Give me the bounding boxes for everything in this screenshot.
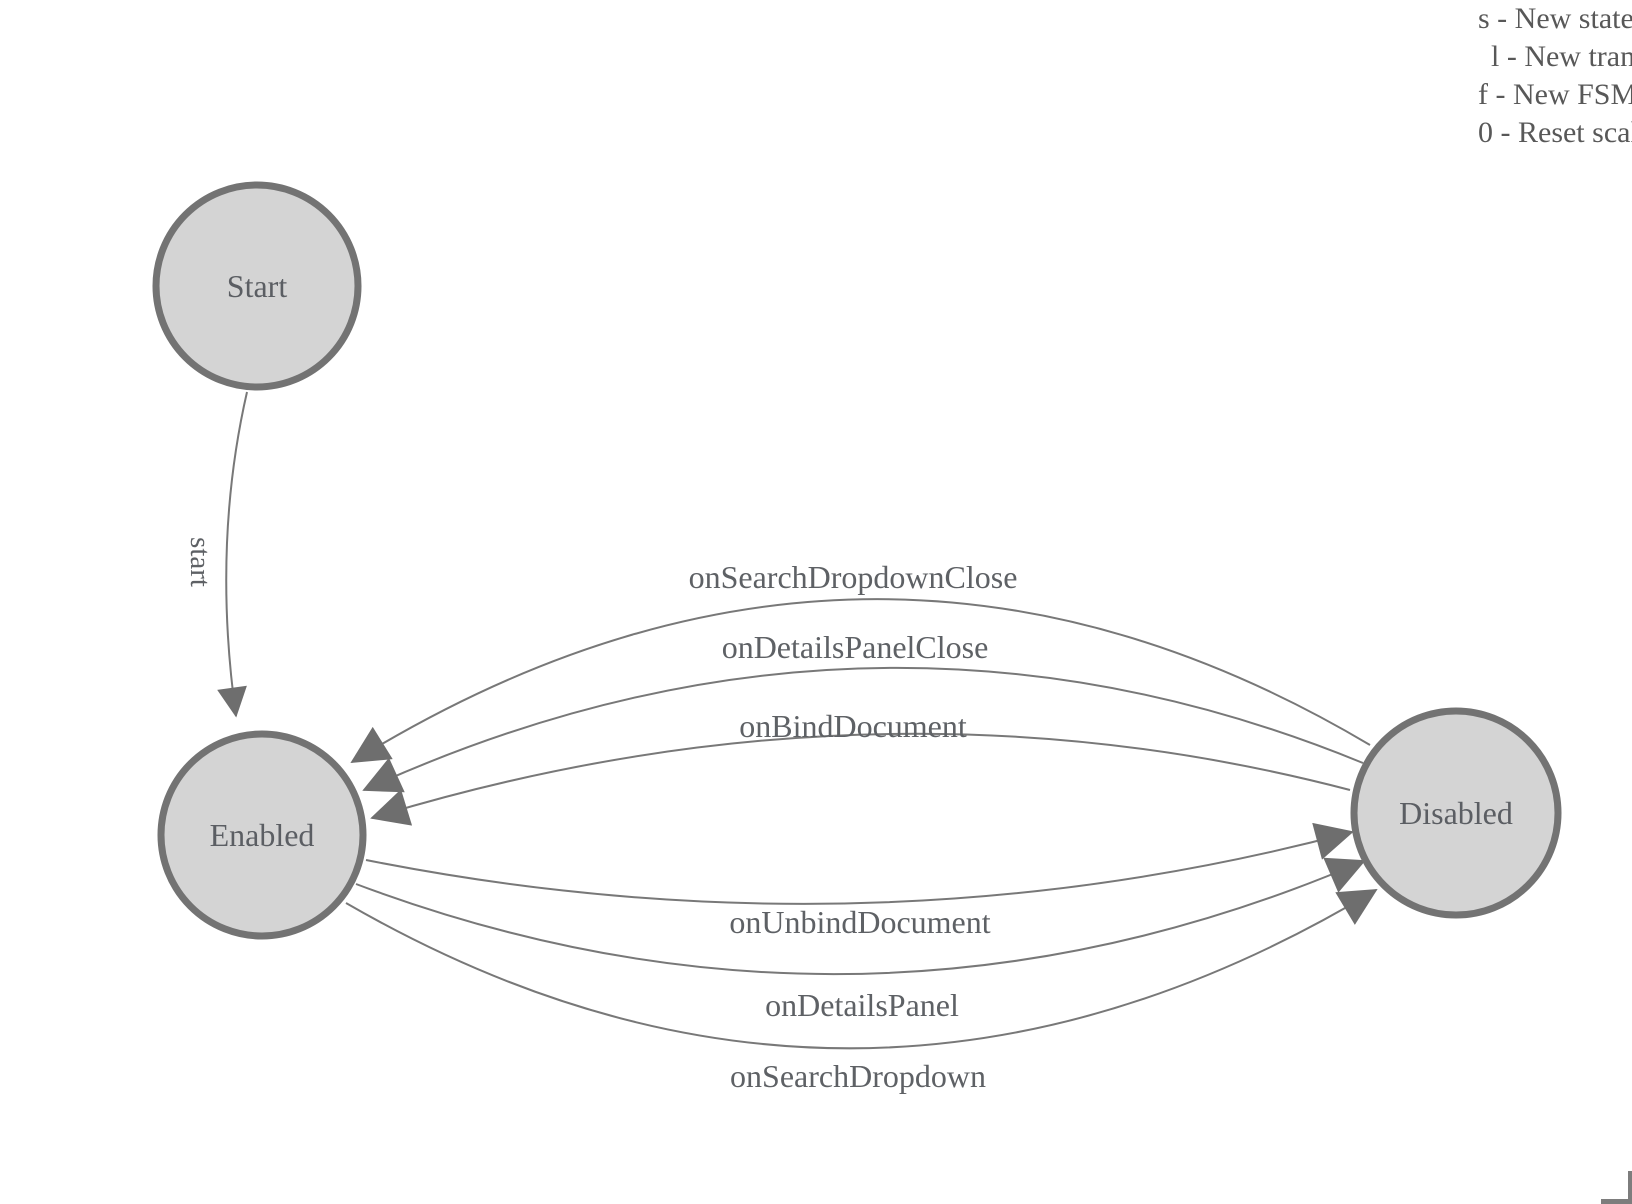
state-circle (152, 181, 362, 391)
offscreen-element-corner-vertical (1628, 1171, 1632, 1204)
legend-line-new-transition: l - New transition (1491, 40, 1632, 73)
transition-label: onBindDocument (739, 708, 967, 744)
state-circle (1350, 707, 1562, 919)
transition-path (345, 889, 1378, 1050)
transition-path (350, 598, 1371, 763)
transition-label: start (184, 537, 216, 587)
offscreen-element-corner-horizontal (1601, 1199, 1632, 1204)
transition-edge-onDetailsPanelClose[interactable]: onDetailsPanelClose (362, 629, 1364, 793)
transition-path (355, 857, 1366, 976)
legend-line-new-fsm: f - New FSM (1478, 78, 1632, 111)
transition-edge-onBindDocument[interactable]: onBindDocument (370, 708, 1351, 826)
transition-edge-start[interactable]: start (184, 391, 248, 718)
transition-path (362, 666, 1364, 793)
shortcuts-legend: s - New state l - New transition f - New… (1478, 0, 1632, 152)
state-label: Start (227, 268, 288, 304)
legend-line-reset-scale: 0 - Reset scale (1478, 116, 1632, 149)
transition-edge-onSearchDropdown[interactable]: onSearchDropdown (345, 889, 1378, 1094)
transition-label: onDetailsPanelClose (722, 629, 989, 665)
state-node-start[interactable]: Start (152, 181, 362, 391)
transition-path (370, 732, 1351, 826)
state-label: Disabled (1399, 795, 1513, 831)
transition-path (365, 822, 1354, 905)
state-circle (157, 730, 367, 940)
state-node-enabled[interactable]: Enabled (157, 730, 367, 940)
transition-path (217, 391, 248, 718)
transition-edge-onDetailsPanel[interactable]: onDetailsPanel (355, 857, 1366, 1023)
transition-edge-onSearchDropdownClose[interactable]: onSearchDropdownClose (350, 559, 1371, 763)
transition-label: onSearchDropdown (730, 1058, 986, 1094)
transition-label: onUnbindDocument (729, 904, 990, 940)
transition-edge-onUnbindDocument[interactable]: onUnbindDocument (365, 822, 1354, 940)
legend-line-new-state: s - New state (1478, 2, 1632, 35)
state-node-disabled[interactable]: Disabled (1350, 707, 1562, 919)
transition-label: onSearchDropdownClose (689, 559, 1018, 595)
state-label: Enabled (210, 817, 315, 853)
transition-label: onDetailsPanel (765, 987, 959, 1023)
